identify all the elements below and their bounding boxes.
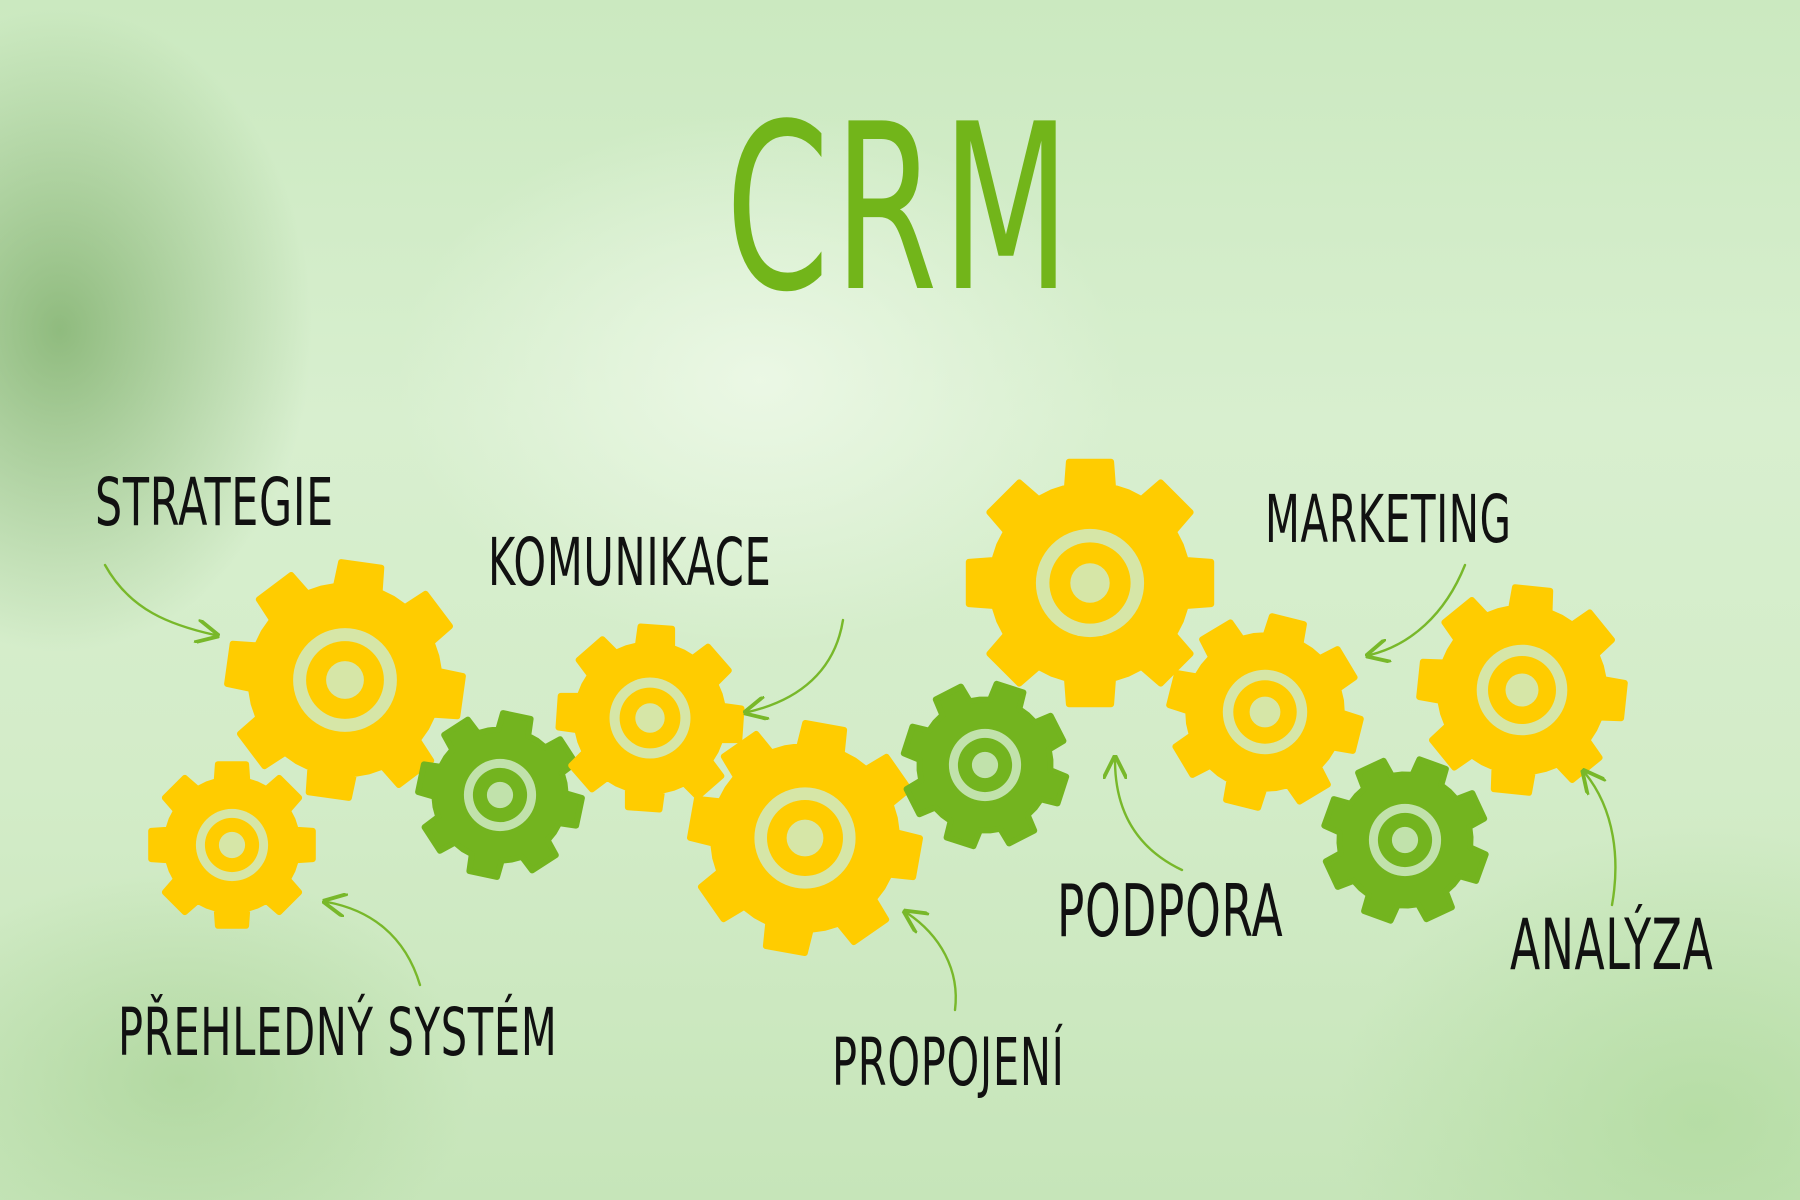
arrow-analyza [1585,773,1617,907]
arrow-propojeni [907,913,957,1012]
gear-propojeni [687,720,923,956]
gear-green-3 [1321,756,1489,924]
label-marketing: MARKETING [1265,481,1512,558]
gear-strategie [224,559,466,801]
gear-prehledny-system [148,761,316,929]
arrow-podpora [1115,760,1184,872]
arrow-marketing [1370,563,1467,655]
label-prehledny-system: PŘEHLEDNÝ SYSTÉM [118,994,558,1071]
gear-marketing [1166,613,1364,811]
arrow-strategie [103,563,215,635]
arrow-komunikace [748,618,845,712]
gear-komunikace [555,623,745,813]
label-propojeni: PROPOJENÍ [832,1024,1065,1101]
label-podpora: PODPORA [1057,869,1284,953]
gear-analyza [1416,584,1628,796]
gear-green-2 [900,680,1070,850]
gear-podpora [965,458,1215,708]
label-analyza: ANALÝZA [1510,904,1714,986]
diagram-title: CRM [725,76,1075,343]
gear-green-1 [415,710,585,880]
arrow-prehledny-system [327,902,422,987]
label-strategie: STRATEGIE [95,464,334,541]
label-komunikace: KOMUNIKACE [488,524,772,601]
